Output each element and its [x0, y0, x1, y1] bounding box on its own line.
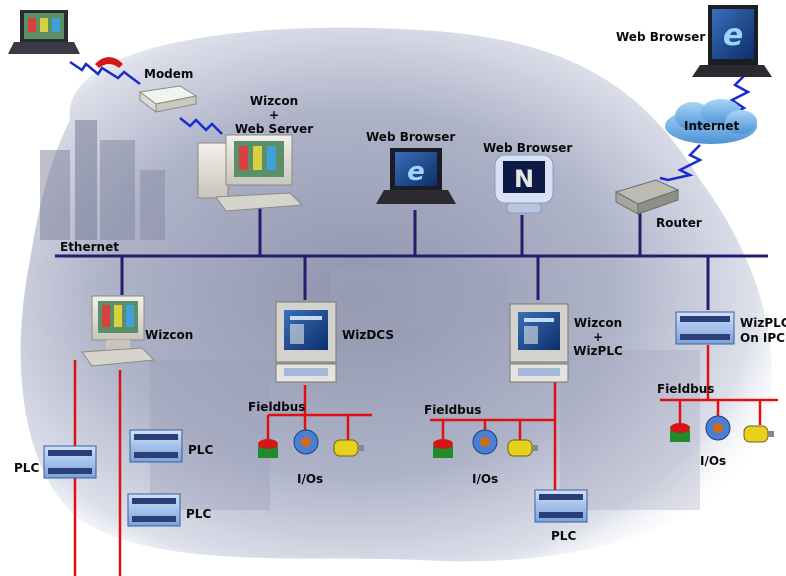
- netscape-logo-icon: N: [514, 165, 534, 193]
- router-label: Router: [656, 216, 702, 230]
- desktop-pc-icon: [197, 134, 304, 212]
- pump-icon: [705, 415, 731, 441]
- wizcon-server-label-line1: Wizcon: [249, 94, 299, 108]
- plc-icon: [534, 489, 588, 523]
- io-devices: [258, 429, 364, 458]
- desktop-pc-icon: [81, 295, 156, 367]
- fieldbus-lines: [73, 345, 778, 576]
- telephone-icon: [95, 57, 123, 68]
- svg-text:e: e: [407, 157, 425, 187]
- ios-label: I/Os: [700, 454, 727, 468]
- wizcon-server-label-line3: Web Server: [234, 122, 314, 136]
- wizplc-ipc-label-line2: On IPC: [740, 331, 785, 345]
- plc-label: PLC: [551, 529, 577, 543]
- valve-icon: [433, 439, 453, 458]
- fieldbus-label: Fieldbus: [424, 403, 482, 417]
- ethernet-bus: [55, 200, 768, 310]
- wizdcs-label: WizDCS: [342, 328, 394, 342]
- modem-icon: [138, 85, 198, 113]
- router-icon: [614, 179, 680, 215]
- pump-icon: [293, 429, 319, 455]
- plc-icon: [129, 429, 183, 463]
- web-browser-top-label: Web Browser: [616, 30, 706, 44]
- laptop-icon: [8, 10, 80, 54]
- plc-icon: [127, 493, 181, 527]
- ethernet-label: Ethernet: [60, 240, 119, 254]
- web-browser-ie-label: Web Browser: [366, 130, 456, 144]
- plc-label: PLC: [186, 507, 212, 521]
- wizcon-server-label-line2: +: [268, 108, 280, 122]
- wizcon-wizplc-label-line3: WizPLC: [573, 344, 623, 358]
- laptop-icon: e: [376, 148, 456, 204]
- io-devices: [670, 415, 774, 443]
- valve-icon: [670, 423, 690, 442]
- valve-icon: [258, 439, 278, 458]
- ios-label: I/Os: [472, 472, 499, 486]
- modem-label: Modem: [144, 67, 194, 81]
- wizplc-ipc-label-line1: WizPLC: [740, 316, 786, 330]
- cloud-icon: [665, 99, 757, 144]
- background-photo: [20, 27, 772, 562]
- fieldbus-label: Fieldbus: [657, 382, 715, 396]
- web-browser-netscape-label: Web Browser: [483, 141, 573, 155]
- wizcon-label: Wizcon: [145, 328, 194, 342]
- internet-label: Internet: [684, 119, 740, 133]
- fieldbus-label: Fieldbus: [248, 400, 306, 414]
- motor-icon: [507, 439, 538, 457]
- pump-icon: [472, 429, 498, 455]
- motor-icon: [333, 439, 364, 457]
- zigzag-links: [69, 60, 751, 182]
- plc-label: PLC: [14, 461, 40, 475]
- laptop-icon: e: [692, 5, 772, 77]
- plc-icon: [675, 311, 735, 345]
- io-devices: [433, 429, 538, 458]
- wizcon-wizplc-label-line2: +: [592, 330, 604, 344]
- plc-label: PLC: [188, 443, 214, 457]
- motor-icon: [743, 425, 774, 443]
- wizcon-wizplc-label-line1: Wizcon: [573, 316, 623, 330]
- panel-pc-icon: [275, 301, 337, 383]
- svg-text:e: e: [723, 18, 743, 53]
- plc-icon: [43, 445, 97, 479]
- imac-icon: N: [494, 154, 554, 214]
- ios-label: I/Os: [297, 472, 324, 486]
- panel-pc-icon: [509, 303, 569, 383]
